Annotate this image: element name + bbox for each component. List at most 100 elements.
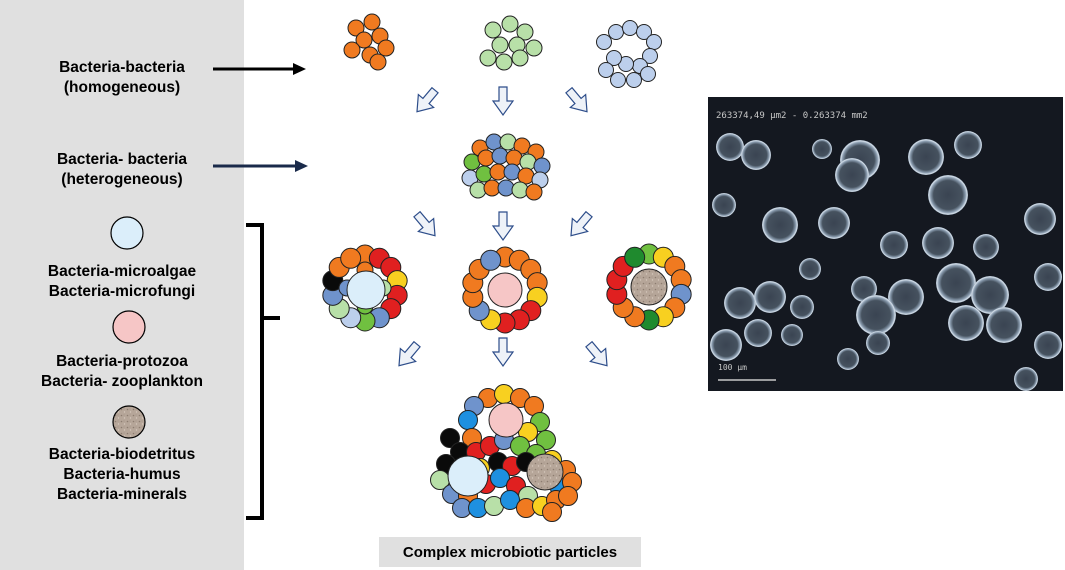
micrograph-cell <box>781 324 803 346</box>
micrograph-cell <box>866 331 890 355</box>
micrograph-measurement: 263374,49 µm2 - 0.263374 mm2 <box>716 111 868 121</box>
label-bacteria-bacteria-heterogeneous: Bacteria- bacteria (heterogeneous) <box>56 151 188 188</box>
label-bacteria-bacteria-homogeneous: Bacteria-bacteria (homogeneous) <box>59 59 185 96</box>
blue-bacterium <box>622 20 638 36</box>
blue-bacterium <box>646 34 662 50</box>
arrow-homogeneous <box>213 63 306 75</box>
microalgae-cell <box>447 455 489 497</box>
blue-bacterium <box>626 72 642 88</box>
cluster-layer <box>322 13 692 522</box>
blue-bacterium <box>610 72 626 88</box>
undefined <box>480 249 502 271</box>
micrograph-cells <box>710 131 1062 391</box>
micrograph-cell <box>1034 331 1062 359</box>
micrograph-cell <box>741 140 771 170</box>
protozoa-cell <box>488 402 524 438</box>
orange-bacterium <box>377 39 395 57</box>
blue-bacterium <box>606 50 622 66</box>
undefined <box>340 247 362 269</box>
mixed-bacterium <box>497 179 515 197</box>
green-bacterium <box>491 36 509 54</box>
label-bacteria-protozoa: Bacteria-protozoa Bacteria- zooplankton <box>41 353 203 390</box>
complex-bacterium <box>440 428 460 448</box>
green-bacterium <box>525 39 543 57</box>
mixed-bacterium <box>463 153 481 171</box>
cluster-orange <box>343 13 395 71</box>
undefined <box>624 246 646 268</box>
complex-bacterium <box>500 490 520 510</box>
protozoa-cell <box>487 272 523 308</box>
blue-bacterium <box>598 62 614 78</box>
cluster-light-blue-chain <box>596 20 662 88</box>
cluster-detritus <box>606 243 692 331</box>
blue-bacterium <box>608 24 624 40</box>
complex-bacterium <box>558 486 578 506</box>
detritus-particle <box>630 268 668 306</box>
mixed-bacterium <box>499 133 517 151</box>
complex-bacterium <box>458 410 478 430</box>
micrograph-cell <box>799 258 821 280</box>
green-bacterium <box>484 21 502 39</box>
micrograph-scale-label: 100 µm <box>718 363 747 372</box>
micrograph-cell <box>837 348 859 370</box>
mixed-bacterium <box>505 149 523 167</box>
micrograph-cell <box>744 319 772 347</box>
micrograph-cell <box>716 133 744 161</box>
mixed-bacterium <box>519 153 537 171</box>
micrograph-cell <box>948 305 984 341</box>
green-bacterium <box>501 15 519 33</box>
cluster-complex <box>430 384 582 522</box>
micrograph-cell <box>986 307 1022 343</box>
mixed-bacterium <box>475 165 493 183</box>
micrograph-cell <box>818 207 850 239</box>
micrograph-cell <box>928 175 968 215</box>
left-label-panel <box>0 0 244 570</box>
flow-arrows <box>398 86 608 368</box>
micrograph-cell <box>973 234 999 260</box>
cluster-protozoa <box>462 246 548 334</box>
bracket <box>246 223 280 520</box>
micrograph-cell <box>790 295 814 319</box>
orange-bacterium <box>363 13 381 31</box>
arrow-heterogeneous <box>213 160 308 172</box>
blue-bacterium <box>596 34 612 50</box>
micrograph-cell <box>908 139 944 175</box>
micrograph-cell <box>936 263 976 303</box>
micrograph-cell <box>1034 263 1062 291</box>
micrograph-cell <box>1014 367 1038 391</box>
micrograph-cell <box>724 287 756 319</box>
detritus-circle-icon <box>112 405 146 439</box>
micrograph-cell <box>712 193 736 217</box>
mixed-bacterium <box>533 157 551 175</box>
mixed-bacterium <box>477 149 495 167</box>
blue-bacterium <box>642 48 658 64</box>
micrograph-cell <box>888 279 924 315</box>
complex-bacterium <box>542 502 562 522</box>
green-bacterium <box>479 49 497 67</box>
orange-bacterium <box>369 53 387 71</box>
micrograph-cell <box>762 207 798 243</box>
cluster-light-green <box>479 15 543 71</box>
green-bacterium <box>511 49 529 67</box>
micrograph-cell <box>851 276 877 302</box>
green-bacterium <box>516 23 534 41</box>
micrograph: 263374,49 µm2 - 0.263374 mm2 100 µm <box>708 97 1063 391</box>
micrograph-cell <box>754 281 786 313</box>
complex-bacterium <box>490 468 510 488</box>
cluster-microalgae <box>322 244 408 332</box>
mixed-bacterium <box>491 147 509 165</box>
micrograph-cell <box>812 139 832 159</box>
micrograph-cell <box>856 295 896 335</box>
microalgae-circle-icon <box>110 216 144 250</box>
orange-bacterium <box>347 19 365 37</box>
micrograph-cell <box>971 276 1009 314</box>
micrograph-cell <box>880 231 908 259</box>
footer-box: Complex microbiotic particles <box>379 537 641 567</box>
cluster-heterogeneous <box>461 133 551 201</box>
green-bacterium <box>495 53 513 71</box>
orange-bacterium <box>355 31 373 49</box>
mixed-bacterium <box>525 183 543 201</box>
microalgae-cell <box>346 270 386 310</box>
micrograph-cell <box>710 329 742 361</box>
